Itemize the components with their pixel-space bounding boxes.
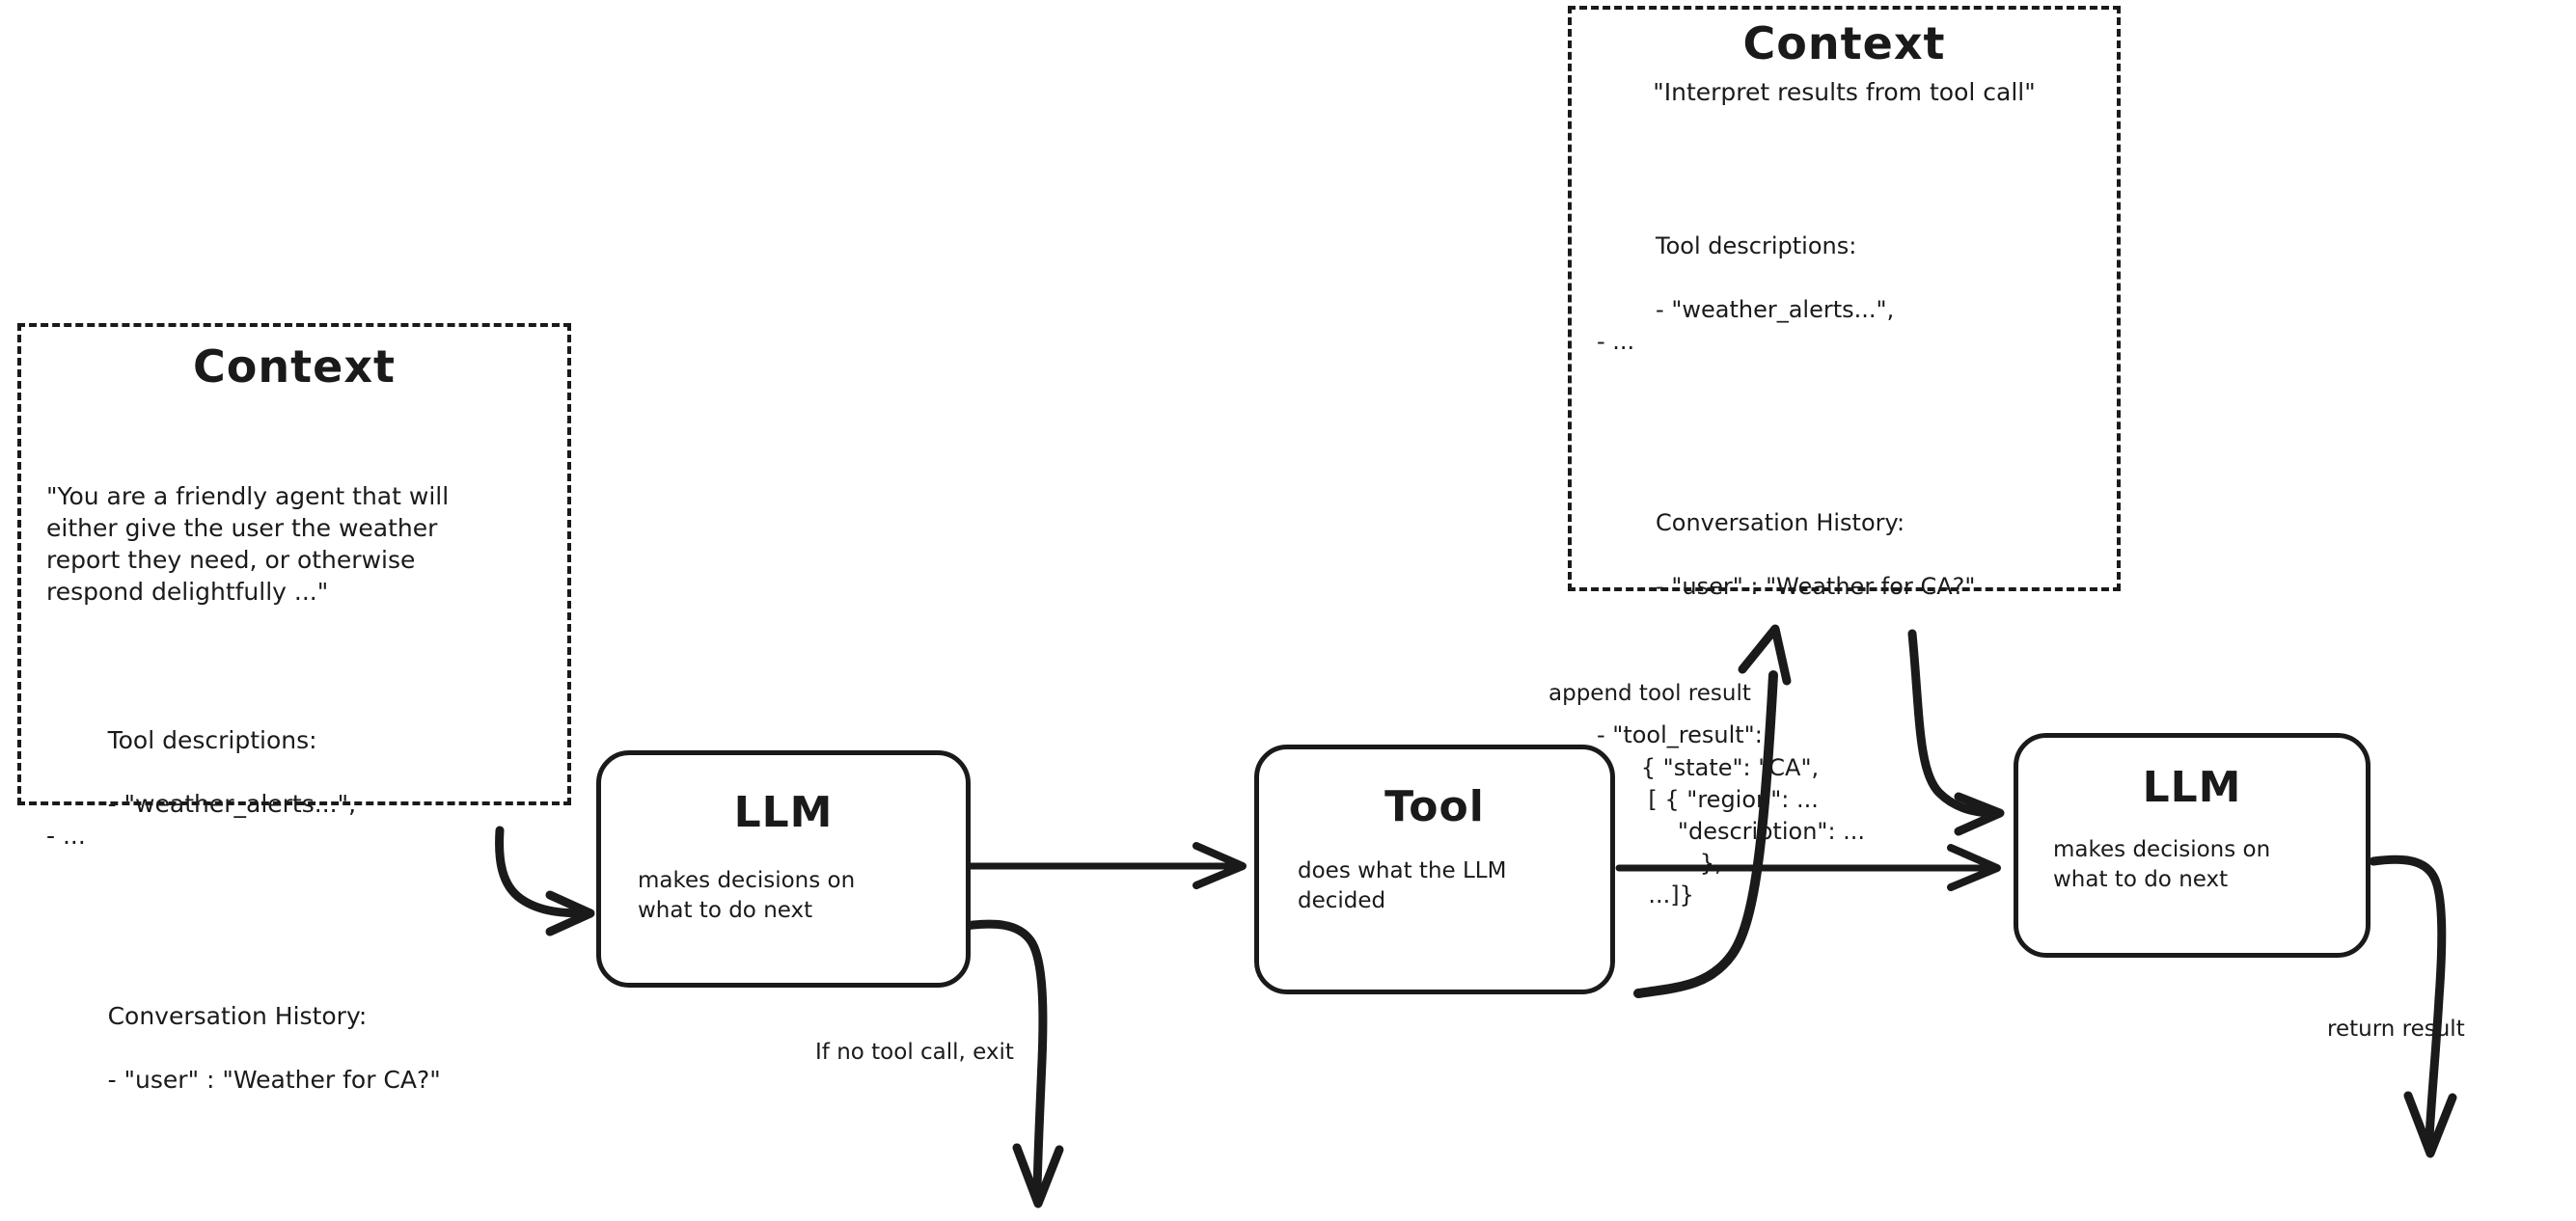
context-right-tool-descriptions-heading: Tool descriptions: <box>1656 231 1857 259</box>
edge-label-if-no-tool-call-exit: If no tool call, exit <box>815 1040 1014 1065</box>
context-left-tool-descriptions: Tool descriptions: - "weather_alerts..."… <box>46 692 542 883</box>
node-tool[interactable]: Tool does what the LLM decided <box>1254 745 1615 994</box>
context-left-conversation-history-list: - "user" : "Weather for CA?" <box>107 1065 441 1094</box>
node-llm-1[interactable]: LLM makes decisions on what to do next <box>596 750 971 988</box>
context-right-tool-descriptions: Tool descriptions: - "weather_alerts..."… <box>1597 199 2092 391</box>
node-llm-2-subtitle: makes decisions on what to do next <box>2053 837 2271 893</box>
context-right-conversation-history-heading: Conversation History: <box>1656 508 1905 536</box>
node-llm-2[interactable]: LLM makes decisions on what to do next <box>2014 733 2370 958</box>
edge-llm2-return <box>2369 855 2457 1158</box>
context-right-conversation-history: Conversation History: - "user" : "Weathe… <box>1597 475 2092 636</box>
context-right-tool-descriptions-list: - "weather_alerts...", - ... <box>1597 296 1895 356</box>
node-tool-subtitle: does what the LLM decided <box>1298 858 1507 914</box>
node-llm-1-title: LLM <box>733 788 834 837</box>
context-left-system-prompt: "You are a friendly agent that will eith… <box>46 481 450 606</box>
node-llm-1-subtitle: makes decisions on what to do next <box>638 868 856 924</box>
context-right-title: Context <box>1742 17 1946 69</box>
context-right-body: Tool descriptions: - "weather_alerts..."… <box>1597 135 2092 976</box>
context-left-body: "You are a friendly agent that will eith… <box>46 417 542 1191</box>
context-right-tool-result: - "tool_result": { "state": "CA", [ { "r… <box>1597 721 1866 909</box>
edge-label-append-tool-result: append tool result <box>1548 681 1751 706</box>
context-left-tool-descriptions-list: - "weather_alerts...", - ... <box>46 789 357 850</box>
node-llm-2-title: LLM <box>2142 763 2242 812</box>
context-right-system-prompt: "Interpret results from tool call" <box>1653 77 2036 106</box>
node-tool-title: Tool <box>1384 782 1485 831</box>
context-right-conversation-history-list: - "user" : "Weather for CA?" <box>1656 573 1976 601</box>
context-left-conversation-history-heading: Conversation History: <box>107 1001 368 1030</box>
edge-llm1-to-tool <box>967 842 1247 889</box>
context-left-title: Context <box>193 340 396 393</box>
context-box-right: Context "Interpret results from tool cal… <box>1568 6 2121 909</box>
edge-label-return-result: return result <box>2327 1017 2465 1042</box>
context-box-left: Context "You are a friendly agent that w… <box>17 323 571 1094</box>
context-left-conversation-history: Conversation History: - "user" : "Weathe… <box>46 968 542 1127</box>
context-left-tool-descriptions-heading: Tool descriptions: <box>107 725 317 754</box>
